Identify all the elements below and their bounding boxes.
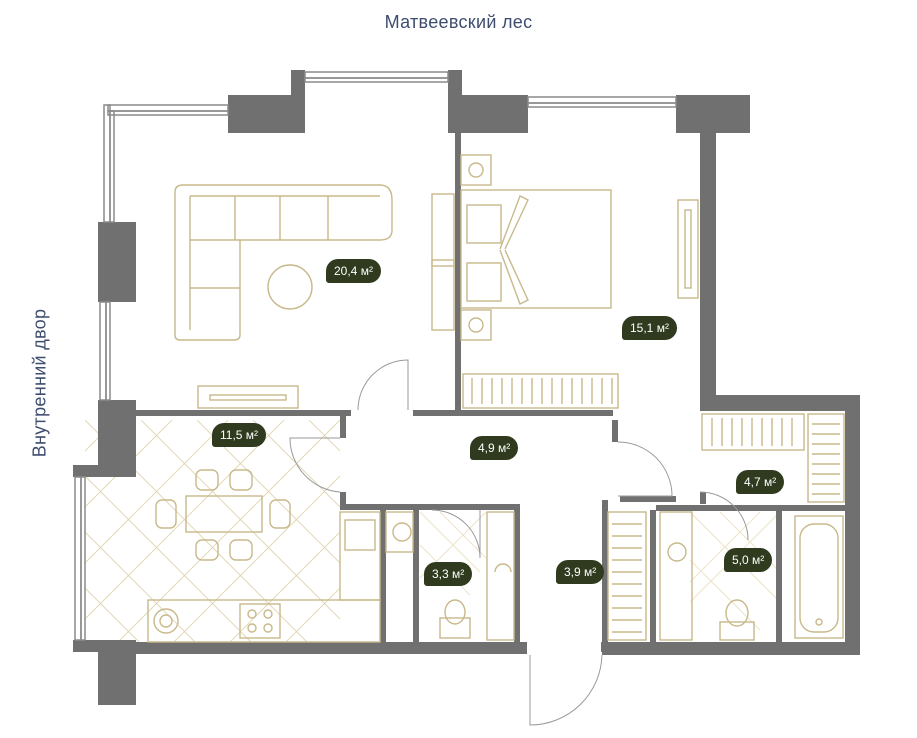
top-label-forest: Матвеевский лес	[384, 12, 533, 32]
area-badge-kitchen: 11,5 м²	[212, 423, 267, 447]
area-badge-wardrobe: 4,7 м²	[736, 470, 785, 494]
area-badge-hall: 4,9 м²	[470, 436, 519, 460]
walls	[73, 70, 860, 705]
windows	[74, 71, 677, 641]
area-badge-wc: 3,3 м²	[424, 562, 473, 586]
area-badge-bedroom: 15,1 м²	[622, 316, 677, 340]
area-badge-living: 20,4 м²	[326, 259, 381, 283]
furniture	[147, 154, 845, 643]
area-badge-bath: 5,0 м²	[724, 548, 773, 572]
area-badge-storage: 3,9 м²	[556, 560, 605, 584]
doors	[289, 359, 749, 726]
